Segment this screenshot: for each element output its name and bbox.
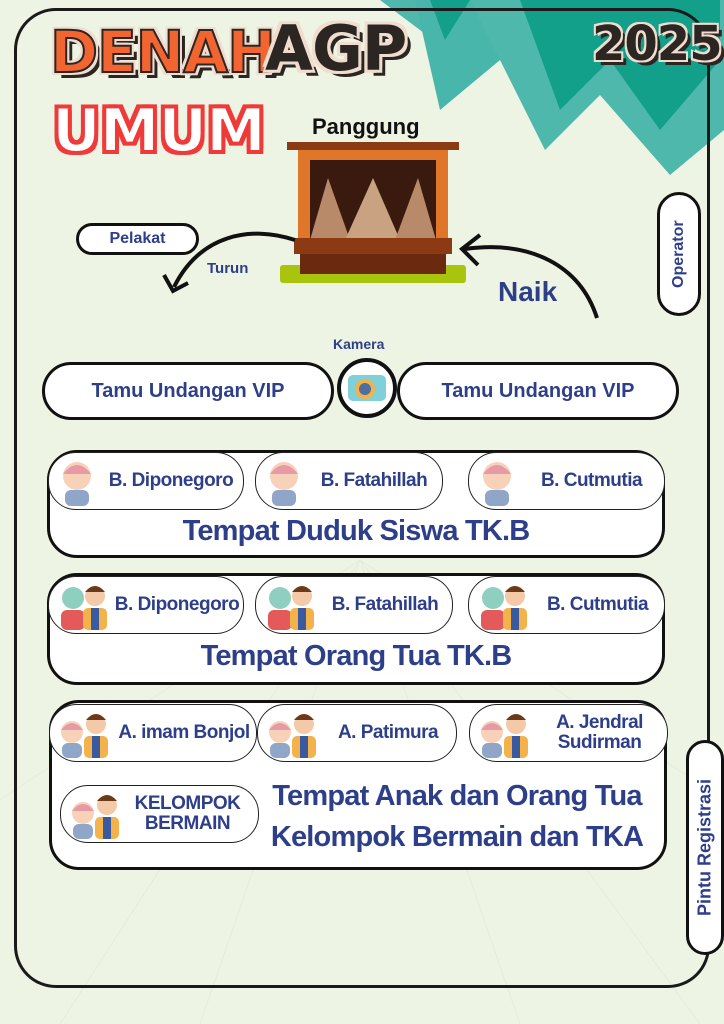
group-chip: B. Cutmutia [468, 576, 665, 634]
title-umum: UMUM [51, 95, 267, 167]
group-chip: A. Patimura [257, 704, 457, 762]
group-chip: A. imam Bonjol [49, 704, 257, 762]
child-icon [270, 462, 298, 506]
turun-arrow [172, 231, 296, 288]
pelakat-area: Pelakat [76, 223, 199, 255]
group-chip: KELOMPOK BERMAIN [60, 785, 259, 843]
group-chip: B. Fatahillah [255, 576, 453, 634]
section-title-line1: Tempat Anak dan Orang Tua [272, 780, 642, 812]
parents-icon [268, 586, 314, 630]
stage-label: Panggung [312, 114, 420, 139]
parents-icon [481, 586, 527, 630]
group-chip: A. Jendral Sudirman [469, 704, 668, 762]
parents-icon [61, 586, 107, 630]
group-chip: B. Cutmutia [468, 452, 665, 510]
child-icon [483, 462, 511, 506]
camera-icon [337, 358, 397, 418]
naik-label: Naik [498, 276, 558, 307]
child-father-icon [269, 714, 316, 758]
child-father-icon [481, 714, 528, 758]
stage-arrows [162, 231, 599, 319]
child-icon [63, 462, 91, 506]
section-title-line2: Kelompok Bermain dan TKA [270, 821, 644, 853]
camera-label: Kamera [333, 336, 385, 352]
title-agp: AGP [265, 12, 407, 85]
title-denah: DENAH [49, 17, 277, 87]
venue-frame [14, 8, 710, 988]
section-title: Tempat Orang Tua TK.B [200, 640, 513, 672]
group-chip: B. Diponegoro [48, 452, 244, 510]
section-title: Tempat Duduk Siswa TK.B [182, 515, 531, 547]
vip-left: Tamu Undangan VIP [42, 362, 334, 420]
child-father-icon [72, 795, 119, 839]
naik-arrow [464, 245, 599, 319]
group-chip: B. Diponegoro [48, 576, 244, 634]
vip-right: Tamu Undangan VIP [397, 362, 679, 420]
child-father-icon [61, 714, 108, 758]
group-chip: B. Fatahillah [255, 452, 443, 510]
year-label: 2025 [592, 16, 723, 72]
registration-door: Pintu Registrasi [686, 740, 724, 955]
turun-label: Turun [207, 260, 249, 277]
operator-area: Operator [657, 192, 701, 316]
stage-illustration [280, 142, 466, 283]
